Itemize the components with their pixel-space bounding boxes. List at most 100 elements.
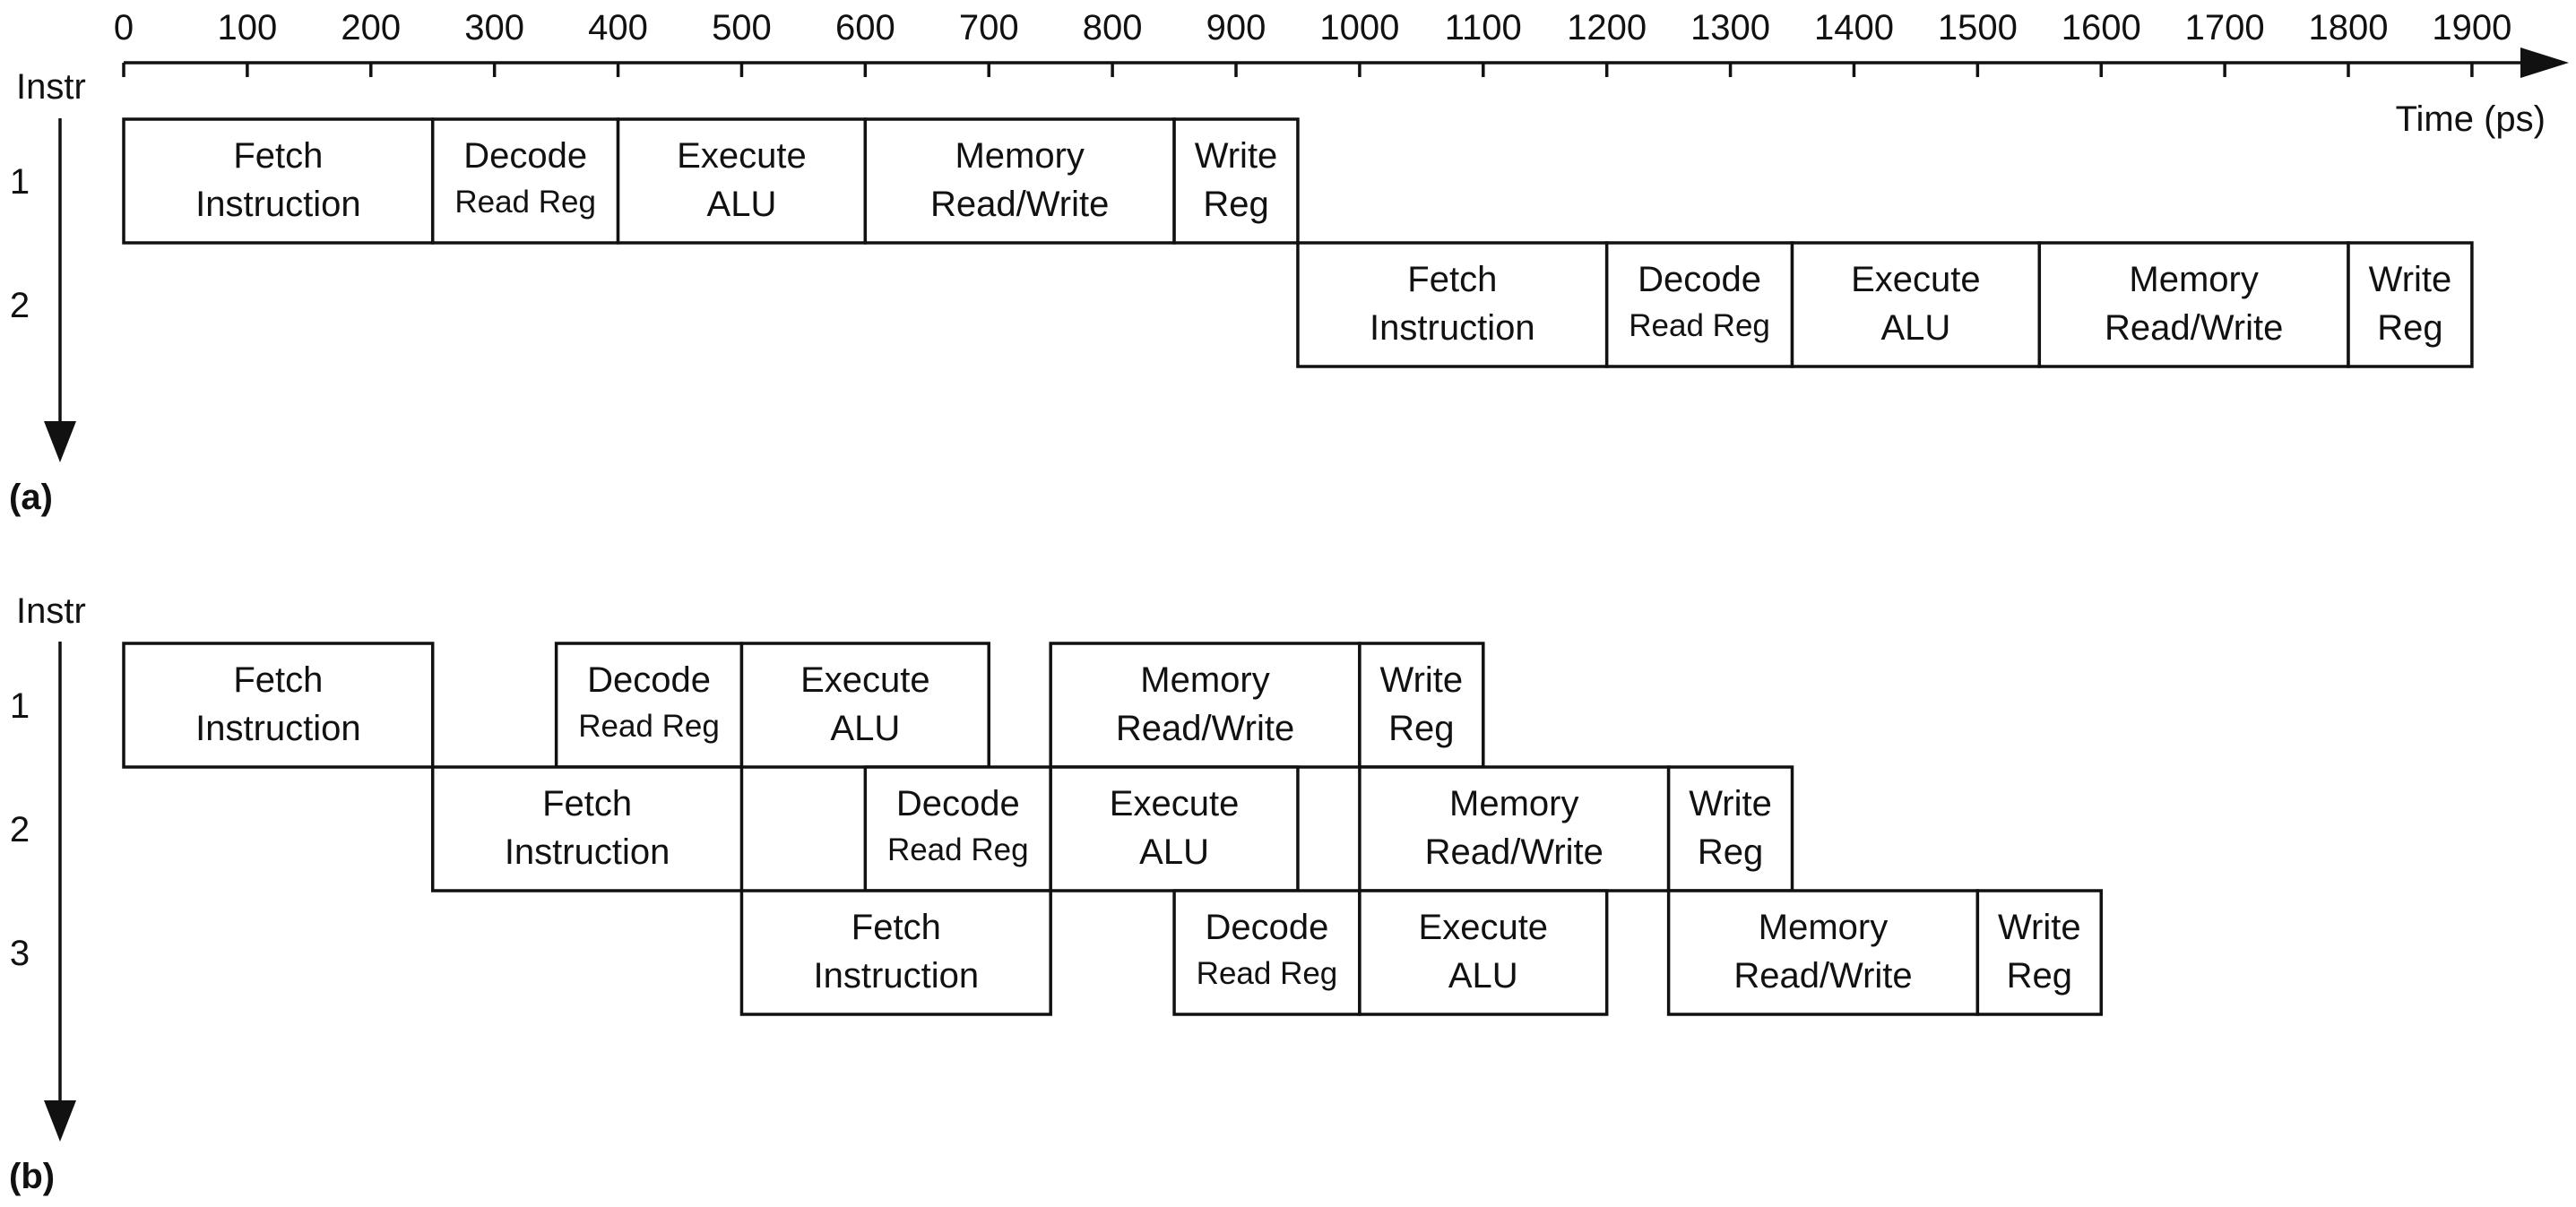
stage-name: Decode [463,136,587,176]
stage-box [430,765,744,892]
time-tick-label: 1400 [1814,8,1894,47]
time-tick-label: 900 [1206,8,1266,47]
time-tick-label: 1100 [1445,8,1522,47]
stage-box [1296,241,1609,368]
stage-detail: Read/Write [930,185,1109,224]
stage-detail: Instruction [195,185,361,224]
stage-box [739,889,1052,1016]
instruction-number: 1 [10,686,30,726]
stage-detail: Read Reg [454,185,596,220]
stage-detail: Reg [1388,709,1454,748]
instruction-number: 3 [10,934,30,973]
time-tick-label: 200 [341,8,401,47]
time-tick-label: 300 [464,8,524,47]
stage-box [122,117,435,245]
stage-name: Memory [2129,260,2258,299]
stage-box [1358,765,1671,892]
stage-box [430,117,620,245]
stage-box [1358,889,1609,1016]
stage-name: Memory [1759,908,1888,947]
stage-detail: ALU [1880,308,1950,348]
time-tick-label: 1800 [2309,8,2389,47]
stage-box [2037,241,2350,368]
stage-box [863,117,1176,245]
stage-name: Fetch [233,136,323,176]
stage-detail: Reg [1698,832,1763,872]
instr-axis-arrowhead [44,421,76,462]
stage-name: Execute [1110,784,1240,823]
time-axis-title: Time (ps) [2396,99,2546,139]
stage-name: Execute [677,136,807,176]
stage-name: Memory [1449,784,1578,823]
stage-detail: ALU [1139,832,1209,872]
time-tick-label: 500 [712,8,772,47]
stage-box [1604,241,1794,368]
stage-detail: Read/Write [1425,832,1604,872]
stage-name: Memory [1140,660,1269,700]
stage-name: Decode [1638,260,1761,299]
time-tick-label: 600 [835,8,895,47]
time-tick-label: 1200 [1567,8,1647,47]
stage-detail: ALU [1448,956,1518,996]
time-tick-label: 1600 [2062,8,2141,47]
stage-detail: Read Reg [1629,308,1770,343]
stage-detail: Reg [2377,308,2442,348]
stage-box [1049,765,1300,892]
stage-name: Write [1195,136,1278,176]
panel-label: (b) [9,1157,55,1196]
stage-detail: Read Reg [578,709,720,744]
stage-detail: ALU [830,709,900,748]
stage-name: Decode [896,784,1020,823]
stage-name: Decode [1206,908,1329,947]
stage-name: Memory [955,136,1084,176]
instr-axis-label: Instr [16,67,86,107]
time-tick-label: 1300 [1690,8,1770,47]
time-tick-label: 1500 [1938,8,2018,47]
stage-name: Fetch [233,660,323,700]
stage-name: Write [1998,908,2081,947]
stage-name: Fetch [1407,260,1497,299]
stage-detail: Instruction [814,956,980,996]
stage-box [1790,241,2042,368]
stage-detail: Reg [1203,185,1268,224]
instruction-number: 1 [10,162,30,202]
time-tick-label: 1900 [2432,8,2511,47]
time-tick-label: 700 [959,8,1019,47]
time-tick-label: 1000 [1319,8,1399,47]
time-tick-label: 400 [588,8,648,47]
stage-name: Write [1380,660,1464,700]
stage-detail: Reg [2007,956,2072,996]
stage-box [122,642,435,769]
stage-box [1975,889,2103,1016]
stage-name: Execute [1851,260,1981,299]
stage-detail: ALU [707,185,777,224]
time-tick-label: 800 [1083,8,1143,47]
